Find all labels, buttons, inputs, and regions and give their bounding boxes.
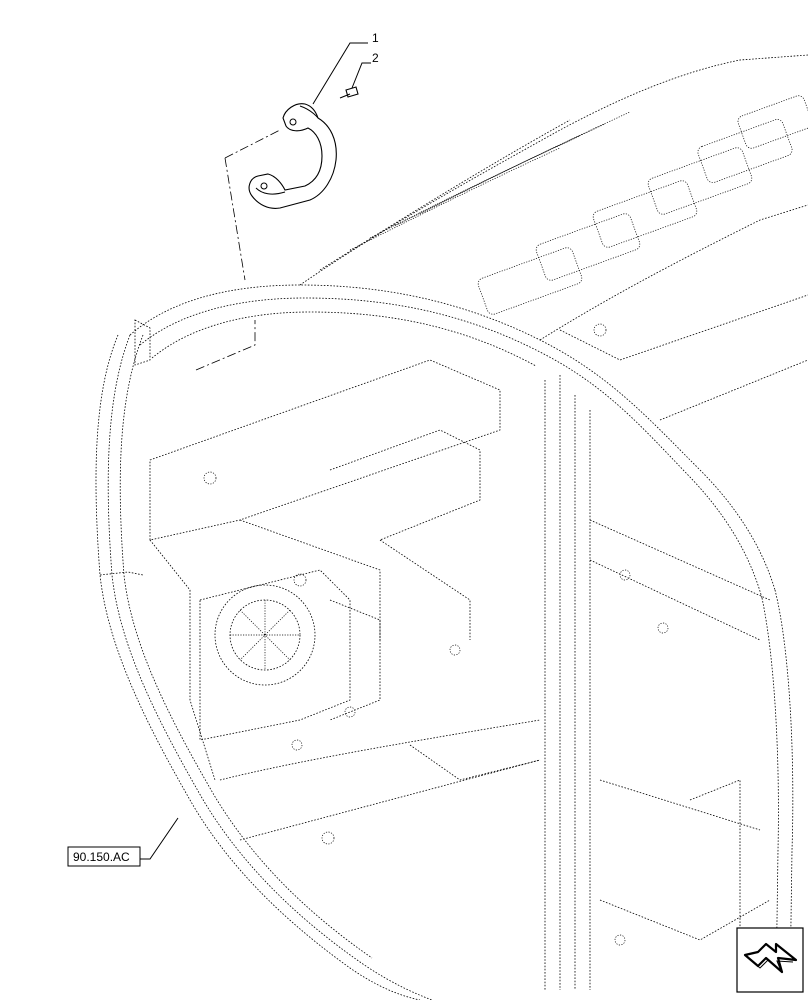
callout-2: 2: [372, 51, 379, 65]
callout-1: 1: [372, 31, 379, 45]
assembly-line-top: [224, 129, 281, 159]
assembly-line: [224, 157, 246, 281]
assembly-line-lower: [195, 320, 256, 371]
reference-label-text: 90.150.AC: [73, 850, 130, 864]
reference-label[interactable]: 90.150.AC: [67, 817, 179, 867]
grab-handle: [248, 103, 337, 209]
cab-frame: [95, 54, 808, 1000]
callout-leaders: [312, 42, 371, 105]
bolt: [339, 86, 359, 99]
next-page-arrow-icon[interactable]: [736, 927, 804, 993]
